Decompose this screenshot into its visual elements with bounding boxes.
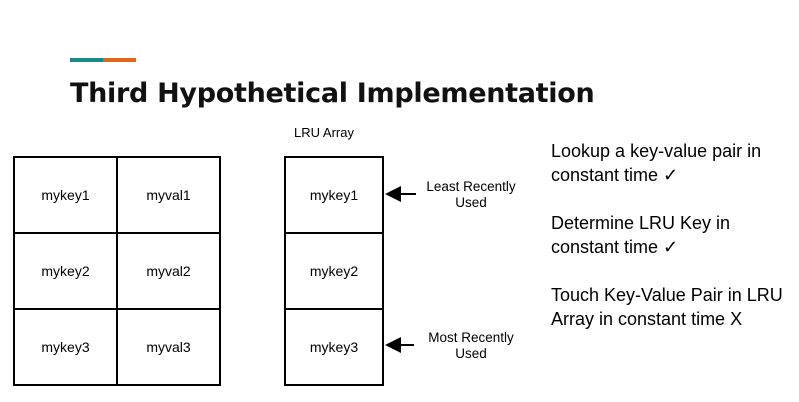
value-cell: myval3: [116, 308, 221, 386]
lru-array: mykey1 mykey2 mykey3: [284, 156, 384, 386]
table-row: mykey2 myval2: [13, 232, 221, 310]
lru-row: mykey1: [284, 156, 384, 234]
key-cell: mykey3: [13, 308, 118, 386]
accent-bar-teal: [70, 58, 103, 62]
slide-title: Third Hypothetical Implementation: [70, 78, 595, 109]
requirements-checklist: Lookup a key-value pair in constant time…: [551, 139, 791, 355]
key-value-table: mykey1 myval1 mykey2 myval2 mykey3 myval…: [13, 156, 221, 386]
lru-row: mykey3: [284, 308, 384, 386]
key-cell: mykey2: [13, 232, 118, 310]
value-cell: myval1: [116, 156, 221, 234]
key-cell: mykey1: [13, 156, 118, 234]
least-recently-used-note: Least Recently Used: [426, 179, 516, 210]
table-row: mykey1 myval1: [13, 156, 221, 234]
lru-cell: mykey1: [284, 156, 384, 234]
lru-row: mykey2: [284, 232, 384, 310]
checklist-item: Lookup a key-value pair in constant time…: [551, 141, 762, 185]
table-row: mykey3 myval3: [13, 308, 221, 386]
checklist-item: Determine LRU Key in constant time ✓: [551, 213, 731, 257]
most-recently-used-note: Most Recently Used: [428, 330, 514, 361]
value-cell: myval2: [116, 232, 221, 310]
lru-array-label: LRU Array: [294, 125, 354, 140]
lru-cell: mykey2: [284, 232, 384, 310]
checklist-item: Touch Key-Value Pair in LRU Array in con…: [551, 285, 783, 329]
lru-cell: mykey3: [284, 308, 384, 386]
accent-bar-orange: [103, 58, 136, 62]
